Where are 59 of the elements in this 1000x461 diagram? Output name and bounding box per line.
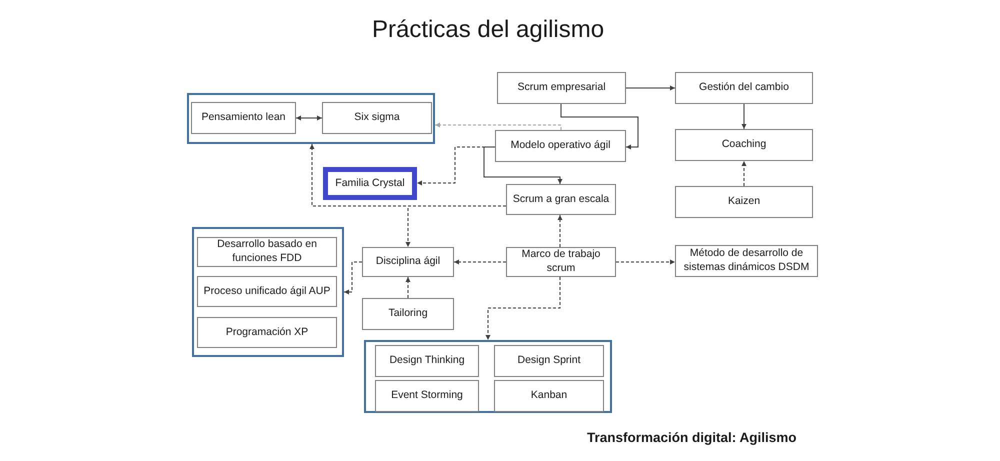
dashed-arrow xyxy=(558,214,562,248)
process-box xyxy=(675,129,813,161)
box-label: Scrum a gran escala xyxy=(512,192,610,206)
box-label: Design Thinking xyxy=(389,354,465,368)
process-box xyxy=(322,102,432,134)
box-label: Kanban xyxy=(530,389,568,403)
highlighted-box xyxy=(323,167,417,200)
box-label: Marco de trabajo scrum xyxy=(520,248,602,276)
process-box xyxy=(375,380,479,412)
box-label: Método de desarrollo de sistemas dinámicos DSDM xyxy=(682,247,810,275)
dashed-arrow xyxy=(406,206,506,248)
arrow xyxy=(626,86,676,90)
process-box xyxy=(506,247,616,277)
dashed-arrow xyxy=(344,262,362,294)
box-label: Desarrollo basado en funciones FDD xyxy=(216,238,318,266)
box-label: Programación XP xyxy=(226,326,308,340)
box-label: Event Storming xyxy=(391,389,463,403)
dashed-arrow xyxy=(434,122,562,130)
group-box xyxy=(192,227,344,357)
caption: Transformación digital: Agilismo xyxy=(587,430,797,445)
process-box xyxy=(495,130,626,162)
box-label: Proceso unificado ágil AUP xyxy=(204,284,330,298)
dashed-arrow xyxy=(616,260,676,264)
dashed-arrow xyxy=(406,276,410,298)
box-label: Gestión del cambio xyxy=(699,81,789,95)
group-box xyxy=(187,93,435,144)
process-box xyxy=(494,380,604,412)
process-box xyxy=(197,276,337,307)
title: Prácticas del agilismo xyxy=(372,16,604,44)
box-label: Disciplina ágil xyxy=(376,255,440,269)
process-box xyxy=(362,247,454,277)
box-label: Kaizen xyxy=(728,195,760,209)
box-label: Tailoring xyxy=(388,307,428,321)
process-box xyxy=(506,184,616,215)
process-box xyxy=(675,245,818,277)
process-box xyxy=(197,237,337,267)
box-label: Modelo operativo ágil xyxy=(510,139,610,153)
arrow xyxy=(742,104,746,130)
box-label: Six sigma xyxy=(354,111,400,125)
process-box xyxy=(362,298,454,330)
dashed-arrow xyxy=(486,276,560,340)
double-arrow xyxy=(296,116,322,120)
process-box xyxy=(375,345,479,377)
process-box xyxy=(675,186,813,218)
arrow xyxy=(484,146,562,184)
process-box xyxy=(197,317,337,348)
box-label: Familia Crystal xyxy=(335,176,405,190)
box-label: Scrum empresarial xyxy=(517,81,606,95)
process-box xyxy=(191,102,296,134)
process-box xyxy=(494,345,604,377)
process-box xyxy=(497,72,626,104)
box-label: Coaching xyxy=(722,138,766,152)
box-label: Design Sprint xyxy=(517,354,581,368)
group-box xyxy=(364,340,612,413)
process-box xyxy=(675,72,813,104)
box-label: Pensamiento lean xyxy=(201,111,286,125)
dashed-arrow xyxy=(742,160,746,186)
dashed-arrow xyxy=(454,260,506,264)
arrow xyxy=(560,104,638,150)
